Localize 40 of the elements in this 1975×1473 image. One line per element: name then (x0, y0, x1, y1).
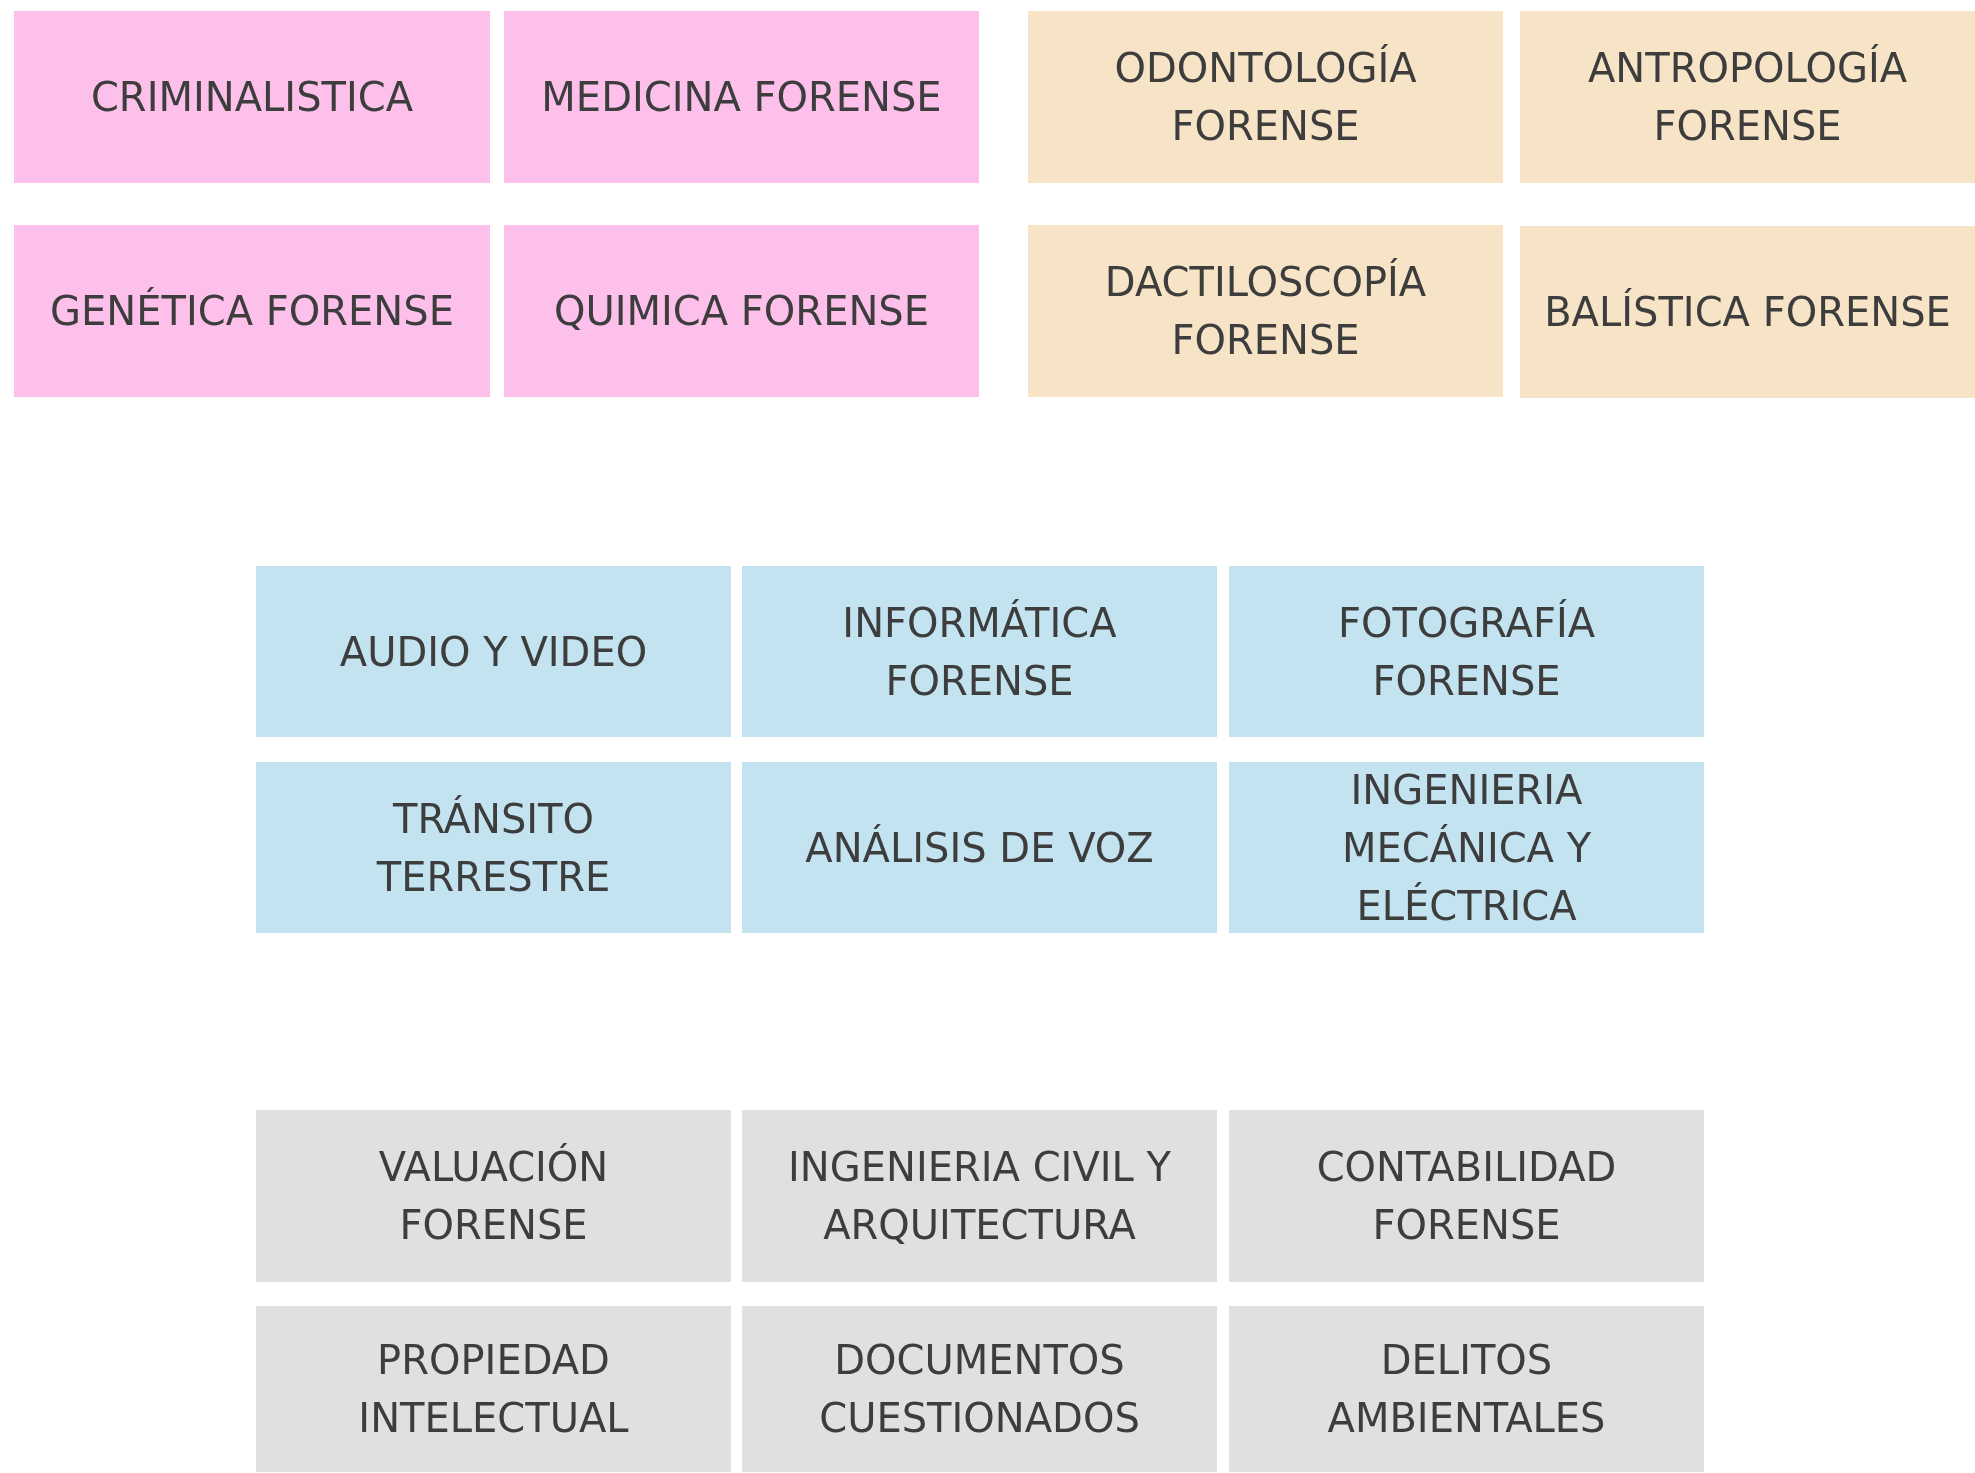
category-box (504, 11, 979, 183)
category-box (504, 225, 979, 397)
category-box (1229, 1306, 1704, 1472)
category-label: VALUACIÓN FORENSE (377, 1142, 610, 1250)
category-box (1229, 566, 1704, 737)
category-label: FOTOGRAFÍA FORENSE (1336, 598, 1597, 706)
category-label: ANTROPOLOGÍA FORENSE (1586, 43, 1909, 151)
category-box (1028, 225, 1503, 397)
category-label: CRIMINALISTICA (90, 73, 414, 122)
category-label: DOCUMENTOS CUESTIONADOS (818, 1336, 1141, 1443)
category-box (14, 11, 490, 183)
category-label: INGENIERIA CIVIL Y ARQUITECTURA (787, 1143, 1172, 1250)
category-box (1520, 11, 1975, 183)
category-box (742, 566, 1217, 737)
category-label: MEDICINA FORENSE (541, 73, 942, 122)
category-box (256, 1306, 731, 1472)
category-label: ANÁLISIS DE VOZ (805, 823, 1154, 873)
category-label: ODONTOLOGÍA FORENSE (1113, 43, 1418, 151)
category-box (256, 1110, 731, 1282)
category-box (14, 225, 490, 397)
category-box (1229, 1110, 1704, 1282)
category-label: PROPIEDAD INTELECTUAL (357, 1336, 630, 1443)
category-box (742, 762, 1217, 933)
category-box (742, 1306, 1217, 1472)
category-label: CONTABILIDAD FORENSE (1315, 1143, 1618, 1250)
category-box (1229, 762, 1704, 933)
category-box (742, 1110, 1217, 1282)
category-label: GENÉTICA FORENSE (50, 286, 454, 336)
category-label: INGENIERIA MECÁNICA Y ELÉCTRICA (1340, 765, 1593, 931)
category-label: QUIMICA FORENSE (554, 287, 929, 336)
category-label: INFORMÁTICA FORENSE (841, 598, 1118, 706)
category-box (256, 566, 731, 737)
category-label: BALÍSTICA FORENSE (1544, 287, 1951, 337)
category-label: DELITOS AMBIENTALES (1326, 1336, 1607, 1443)
category-label: TRÁNSITO TERRESTRE (375, 794, 612, 902)
category-box (256, 762, 731, 933)
category-label: DACTILOSCOPÍA FORENSE (1103, 257, 1428, 365)
category-box (1520, 226, 1975, 398)
category-box (1028, 11, 1503, 183)
category-label: AUDIO Y VIDEO (339, 627, 648, 677)
